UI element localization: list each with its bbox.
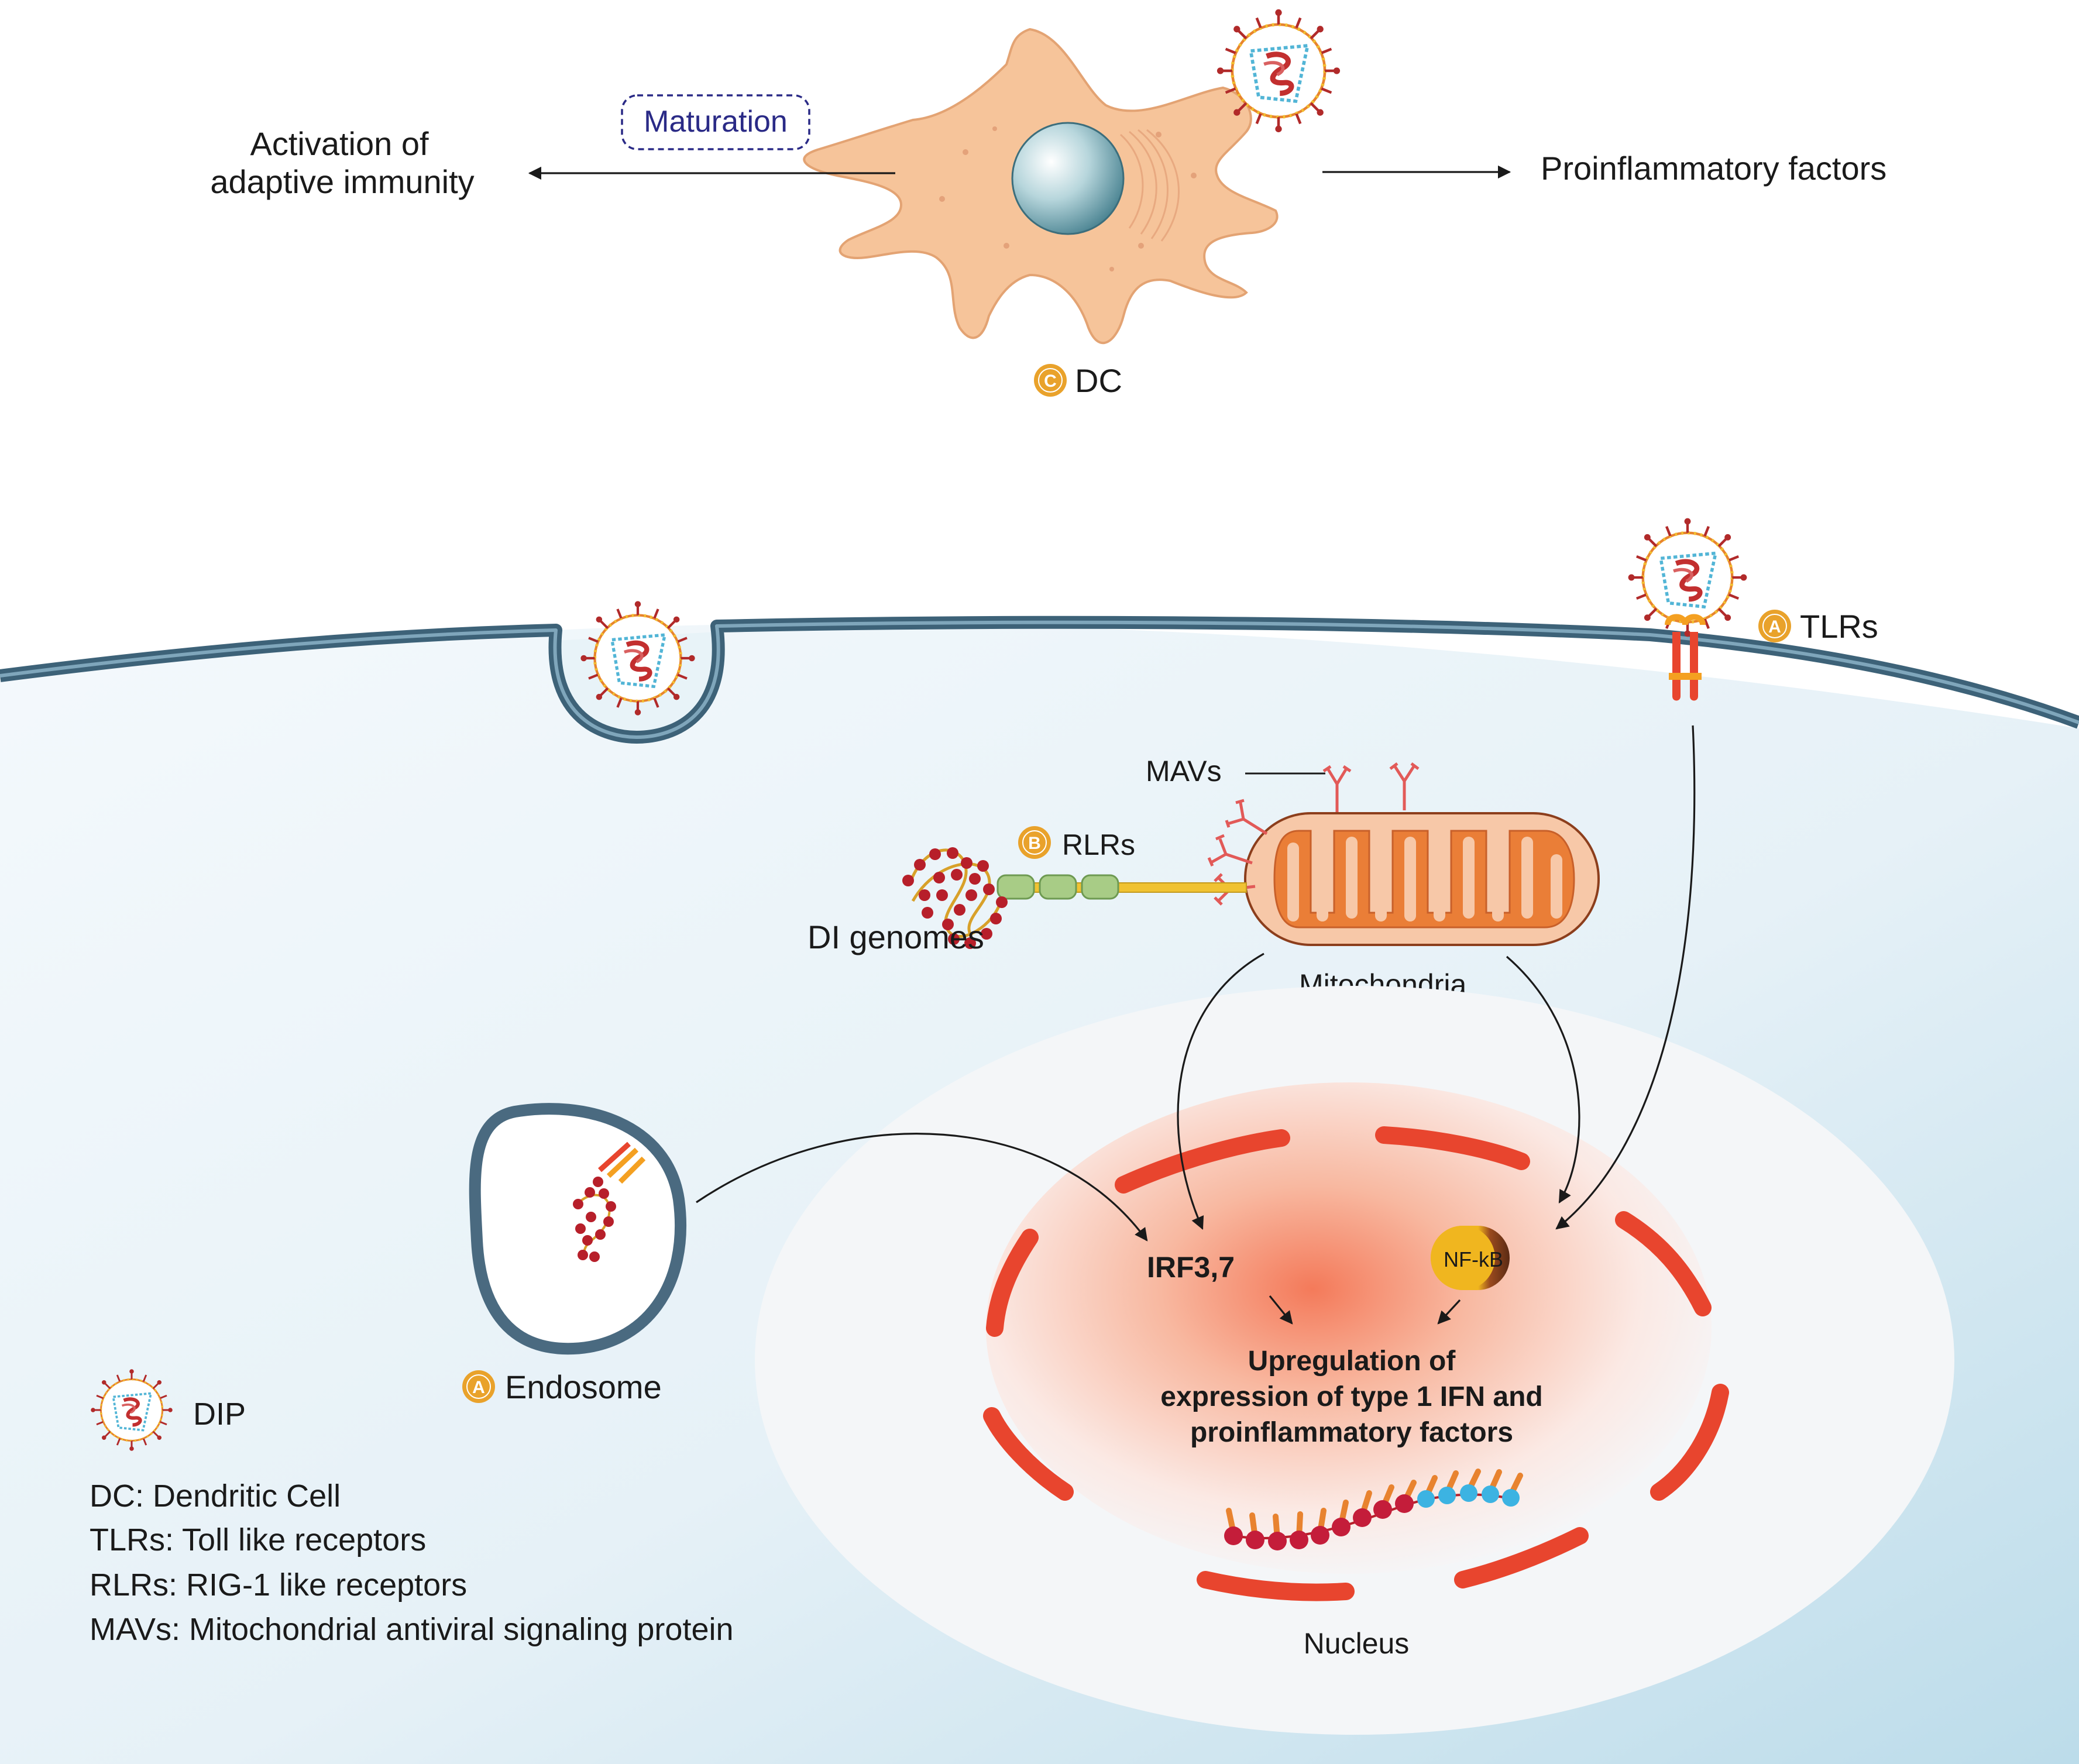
maturation-label: Maturation [644,105,788,139]
rlrs-label: RLRs [1062,828,1135,861]
legend-item-dc: DC: Dendritic Cell [90,1478,341,1514]
activation-label-line1: Activation of [250,125,428,162]
dip-virion-top [1217,9,1340,132]
dendritic-cell [803,27,1279,344]
tlrs-label: TLRs [1800,608,1878,645]
proinflammatory-label: Proinflammatory factors [1541,150,1886,187]
nfkb-label: NF-kB [1444,1247,1503,1271]
dc-label: DC [1075,362,1122,399]
nucleus-label: Nucleus [1304,1627,1410,1660]
endosome [469,1103,687,1355]
di-genomes-label: DI genomes [807,919,984,955]
upregulation-line2: expression of type 1 IFN and [1160,1381,1542,1412]
arrow-tlr-to-nfkb [1555,725,1696,1230]
activation-label-line2: adaptive immunity [210,163,474,200]
nuclear-envelope [983,1126,1729,1601]
upregulation-line1: Upregulation of [1248,1346,1456,1377]
svg-text:B: B [1028,834,1041,853]
legend-item-rlrs: RLRs: RIG-1 like receptors [90,1567,467,1603]
svg-text:C: C [1044,372,1057,391]
maturation-box: Maturation [621,94,810,150]
endosome-badge: A [462,1370,495,1403]
mitochondria [1244,812,1600,946]
mavs-label: MAVs [1146,755,1222,788]
arrow-irf-to-upregulation [1269,1295,1293,1325]
dc-badge: C [1034,364,1067,397]
legend-item-mavs: MAVs: Mitochondrial antiviral signaling … [90,1612,734,1647]
di-genome-rna [902,847,1008,949]
nucleus-glow [986,1082,1712,1574]
irf-label: IRF3,7 [1147,1251,1235,1284]
endosome-label: Endosome [505,1368,662,1405]
arrow-mito-to-irf [1177,953,1264,1230]
arrow-endosome-to-irf [696,1133,1148,1242]
arrow-mito-to-nfkb [1506,955,1580,1203]
rlrs-badge: B [1018,826,1051,859]
upregulation-line3: proinflammatory factors [1190,1417,1513,1448]
rlr-receptor [996,874,1247,900]
legend-dip-label: DIP [193,1397,246,1432]
nfkb-complex: NF-kB [1431,1226,1510,1290]
svg-text:A: A [472,1378,485,1397]
arrow-nfkb-to-upregulation [1437,1299,1461,1325]
tlrs-badge: A [1758,610,1791,642]
dip-virion-endocytosis [580,601,695,715]
tlr-receptor [1665,614,1706,701]
dna-strand [1224,1469,1523,1550]
legend-dip-icon [91,1369,173,1451]
svg-text:A: A [1768,617,1781,637]
legend-item-tlrs: TLRs: Toll like receptors [90,1522,426,1557]
